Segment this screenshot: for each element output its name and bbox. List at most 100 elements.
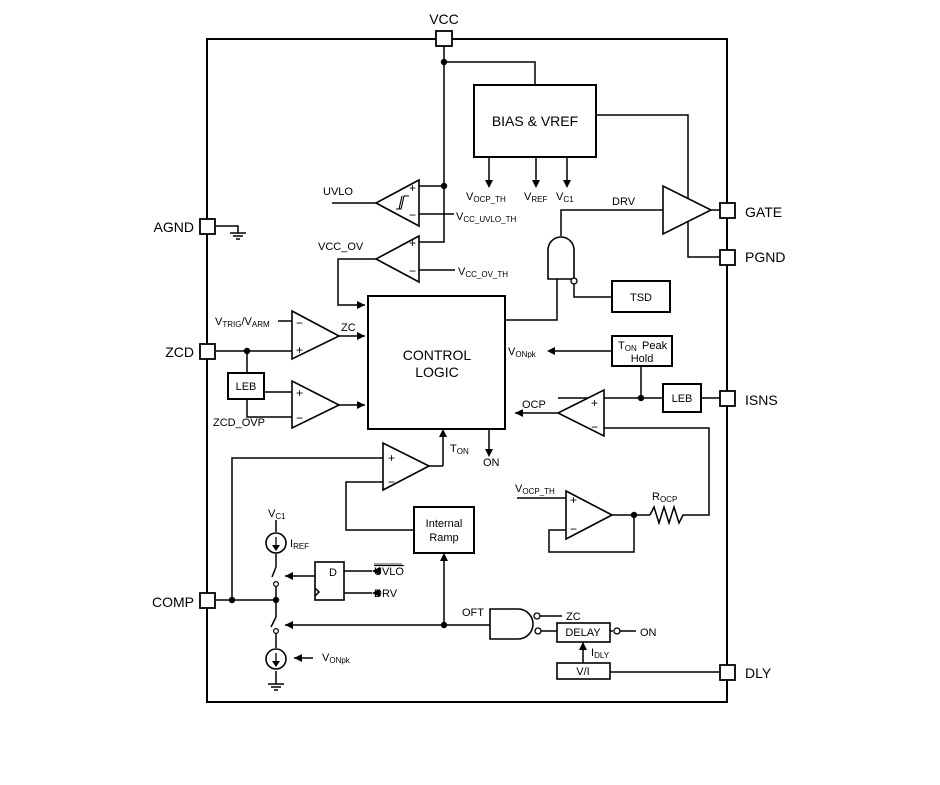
junctions <box>228 58 645 629</box>
on-input-bubble <box>613 627 621 635</box>
iref-current-source <box>265 532 287 554</box>
vocp-th-amp-label: VOCP_TH <box>515 483 555 496</box>
vonpk-current-source <box>265 648 287 670</box>
vcc-ov-label: VCC_OV <box>318 241 364 253</box>
delay-label: DELAY <box>565 627 601 639</box>
bias-vref-label: BIAS & VREF <box>492 113 578 129</box>
ocp-comparator: + − <box>556 388 605 438</box>
rocp-resistor <box>649 504 686 526</box>
delay-block: DELAY <box>556 622 611 643</box>
pin-dly: DLY <box>719 664 772 681</box>
iref-label: IREF <box>290 538 309 551</box>
on-delay-label: ON <box>640 627 657 639</box>
drv-label: DRV <box>612 196 636 208</box>
svg-text:+: + <box>591 396 598 410</box>
ton-hold-label: Hold <box>631 353 654 365</box>
pin-comp-label: COMP <box>152 594 194 610</box>
bias-vref-block: BIAS & VREF <box>473 84 597 158</box>
uvlo-comparator: + − <box>374 178 420 228</box>
control-logic-label-2: LOGIC <box>415 364 459 380</box>
pin-zcd-label: ZCD <box>165 344 194 360</box>
gate-driver <box>662 184 713 236</box>
svg-text:+: + <box>409 236 416 250</box>
signal-labels: VOCP_TH VREF VC1 UVLO VCC_UVLO_TH VCC_OV… <box>213 186 677 665</box>
svg-text:−: − <box>409 264 416 278</box>
ocp-buffer-amp: + − <box>565 489 614 541</box>
arrows <box>285 180 587 662</box>
ton-peak-label: Peak <box>642 340 668 352</box>
pin-vcc-label: VCC <box>429 11 459 27</box>
pin-isns-label: ISNS <box>745 392 778 408</box>
vc1-iref-label: VC1 <box>268 508 286 521</box>
zcd-ovp-comparator: + − <box>291 379 341 430</box>
vonpk-out-label: VONpk <box>508 346 537 359</box>
ocp-label: OCP <box>522 399 546 411</box>
drv-latch-label: DRV <box>374 588 398 600</box>
d-latch-label: D <box>329 567 337 579</box>
pin-gate: GATE <box>719 202 782 220</box>
vcc-uvlo-th-label: VCC_UVLO_TH <box>456 211 516 224</box>
d-latch: D <box>314 561 345 601</box>
svg-text:−: − <box>388 475 395 489</box>
zc-nand-label: ZC <box>566 611 581 623</box>
svg-text:+: + <box>296 343 303 357</box>
vcc-ov-comparator: + − <box>374 234 420 284</box>
rocp-label: ROCP <box>652 491 677 504</box>
uvlo-bar-label: UVLO <box>374 566 404 578</box>
tsd-label: TSD <box>630 292 652 304</box>
leb-block-zcd: LEB <box>227 372 265 400</box>
ton-peak-hold-block: TON Peak Hold <box>611 335 673 367</box>
svg-text:−: − <box>409 208 416 222</box>
control-logic-block: CONTROL LOGIC <box>367 295 506 430</box>
vi-label: V/I <box>576 666 589 678</box>
wires <box>216 46 720 691</box>
pin-zcd: ZCD <box>165 343 216 360</box>
vi-block: V/I <box>556 662 611 680</box>
ton-label: TON <box>450 443 469 456</box>
svg-text:−: − <box>296 316 303 330</box>
leb-block-isns: LEB <box>662 383 702 413</box>
ton-comparator: + − <box>382 441 431 492</box>
pin-gate-label: GATE <box>745 204 782 220</box>
svg-text:+: + <box>388 451 395 465</box>
pin-pgnd: PGND <box>719 249 785 266</box>
oft-label: OFT <box>462 607 484 619</box>
nand-gate <box>489 608 542 640</box>
pin-vcc: VCC <box>429 11 459 47</box>
and-gate <box>547 236 578 285</box>
control-logic-label-1: CONTROL <box>403 347 472 363</box>
on-out-label: ON <box>483 457 500 469</box>
svg-text:+: + <box>296 386 303 400</box>
vref-label: VREF <box>524 191 547 204</box>
zc-comparator: − + <box>291 309 341 361</box>
ton-peak-ton: TON <box>618 340 637 353</box>
svg-text:−: − <box>570 522 577 536</box>
vc1-label: VC1 <box>556 191 574 204</box>
leb-isns-label: LEB <box>672 393 693 405</box>
uvlo-label: UVLO <box>323 186 353 198</box>
internal-ramp-label-2: Ramp <box>429 532 458 544</box>
tsd-block: TSD <box>611 280 671 313</box>
vocp-th-label: VOCP_TH <box>466 191 506 204</box>
zc-label: ZC <box>341 322 356 334</box>
pin-isns: ISNS <box>719 390 778 408</box>
pin-dly-label: DLY <box>745 665 772 681</box>
internal-ramp-block: Internal Ramp <box>413 506 475 554</box>
svg-text:−: − <box>591 420 598 434</box>
chip-boundary <box>206 38 728 703</box>
vonpk-in-label: VONpk <box>322 652 351 665</box>
vtrig-varm-label: VTRIG/VARM <box>215 316 270 329</box>
comp-switch-bottom <box>270 616 280 634</box>
idly-label: IDLY <box>591 647 610 660</box>
pin-agnd-label: AGND <box>154 219 194 235</box>
svg-text:−: − <box>296 411 303 425</box>
vcc-ov-th-label: VCC_OV_TH <box>458 266 508 279</box>
zcd-ovp-label: ZCD_OVP <box>213 417 265 429</box>
svg-text:+: + <box>409 181 416 195</box>
pin-agnd: AGND <box>154 218 216 235</box>
comp-switch-top <box>271 566 280 587</box>
svg-text:+: + <box>570 493 577 507</box>
internal-ramp-label-1: Internal <box>426 518 463 530</box>
pin-pgnd-label: PGND <box>745 249 785 265</box>
